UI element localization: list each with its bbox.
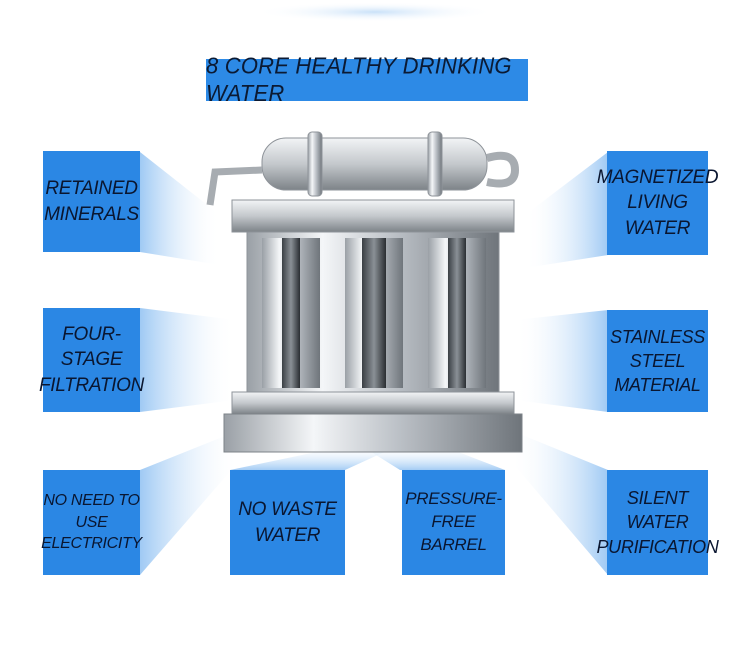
feature-magnetized-living-water: MAGNETIZED LIVING WATER (597, 151, 719, 255)
feature-pressure-free-barrel: PRESSURE-FREE BARREL (402, 470, 505, 575)
page-title: 8 CORE HEALTHY DRINKING WATER (206, 53, 528, 106)
feature-retained-minerals: RETAINED MINERALS (43, 151, 140, 252)
feature-silent-water-purification: SILENT WATER PURIFICATION (596, 470, 719, 575)
feature-no-waste-water: NO WASTE WATER (230, 470, 345, 575)
feature-no-need-electricity: NO NEED TO USE ELECTRICITY (41, 470, 142, 575)
feature-four-stage-filtration: FOUR-STAGE FILTRATION (39, 308, 144, 412)
feature-stainless-steel-material: STAINLESS STEEL MATERIAL (607, 310, 708, 412)
